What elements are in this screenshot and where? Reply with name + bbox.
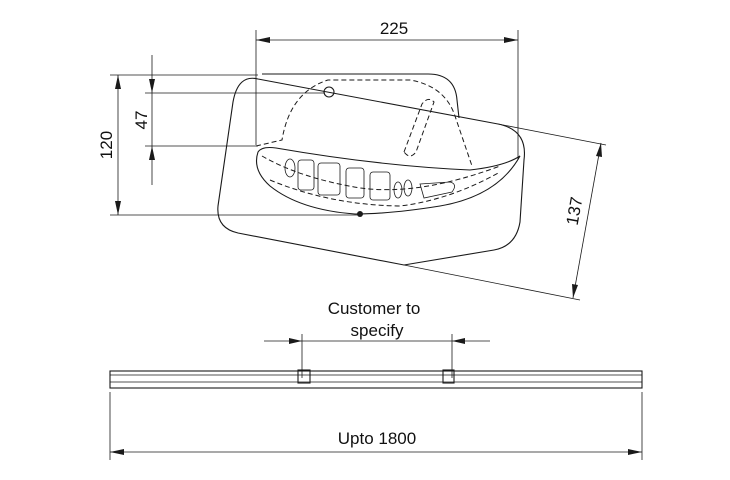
- rail: [109, 370, 643, 389]
- side-view-bar: [109, 369, 643, 389]
- mounting-hole: [323, 86, 335, 98]
- cavity-3: [345, 167, 365, 199]
- dimension-length-label: Upto 1800: [338, 429, 416, 448]
- pivot-dot: [357, 211, 363, 217]
- slot-dashed-outline: [403, 98, 435, 157]
- dimension-width: 225: [255, 19, 519, 160]
- dimension-diagonal-label: 137: [563, 195, 587, 226]
- cavity-6: [393, 181, 403, 199]
- dimension-height: 120: [97, 74, 360, 216]
- cavity-8: [419, 181, 455, 199]
- bracket-left: [297, 369, 311, 384]
- dimension-inner-label: 47: [132, 111, 151, 130]
- blade-inner-dashed: [261, 155, 501, 191]
- hood-dashed-outline: [255, 79, 473, 167]
- customer-note-line2: specify: [351, 321, 404, 340]
- blade-outline: [255, 146, 521, 215]
- blade-inner-dashed-2: [269, 171, 501, 207]
- dimension-diagonal: 137: [403, 123, 607, 301]
- outer-plate-outline: [217, 77, 526, 266]
- cavity-5: [284, 158, 296, 178]
- bracket-right: [442, 369, 455, 384]
- cavity-1: [297, 159, 315, 191]
- profile-view: [217, 73, 526, 266]
- dimension-width-label: 225: [380, 19, 408, 38]
- customer-note-line1: Customer to: [328, 299, 421, 318]
- dimension-length: Upto 1800: [109, 392, 643, 460]
- dimension-inner: 47: [132, 55, 325, 185]
- cavity-4: [369, 171, 391, 201]
- cavity-2: [317, 162, 341, 196]
- inner-plate-outline: [262, 73, 460, 119]
- cavity-7: [403, 179, 413, 197]
- dimension-height-label: 120: [97, 131, 116, 159]
- customer-specify-dimension: Customer to specify: [264, 299, 490, 378]
